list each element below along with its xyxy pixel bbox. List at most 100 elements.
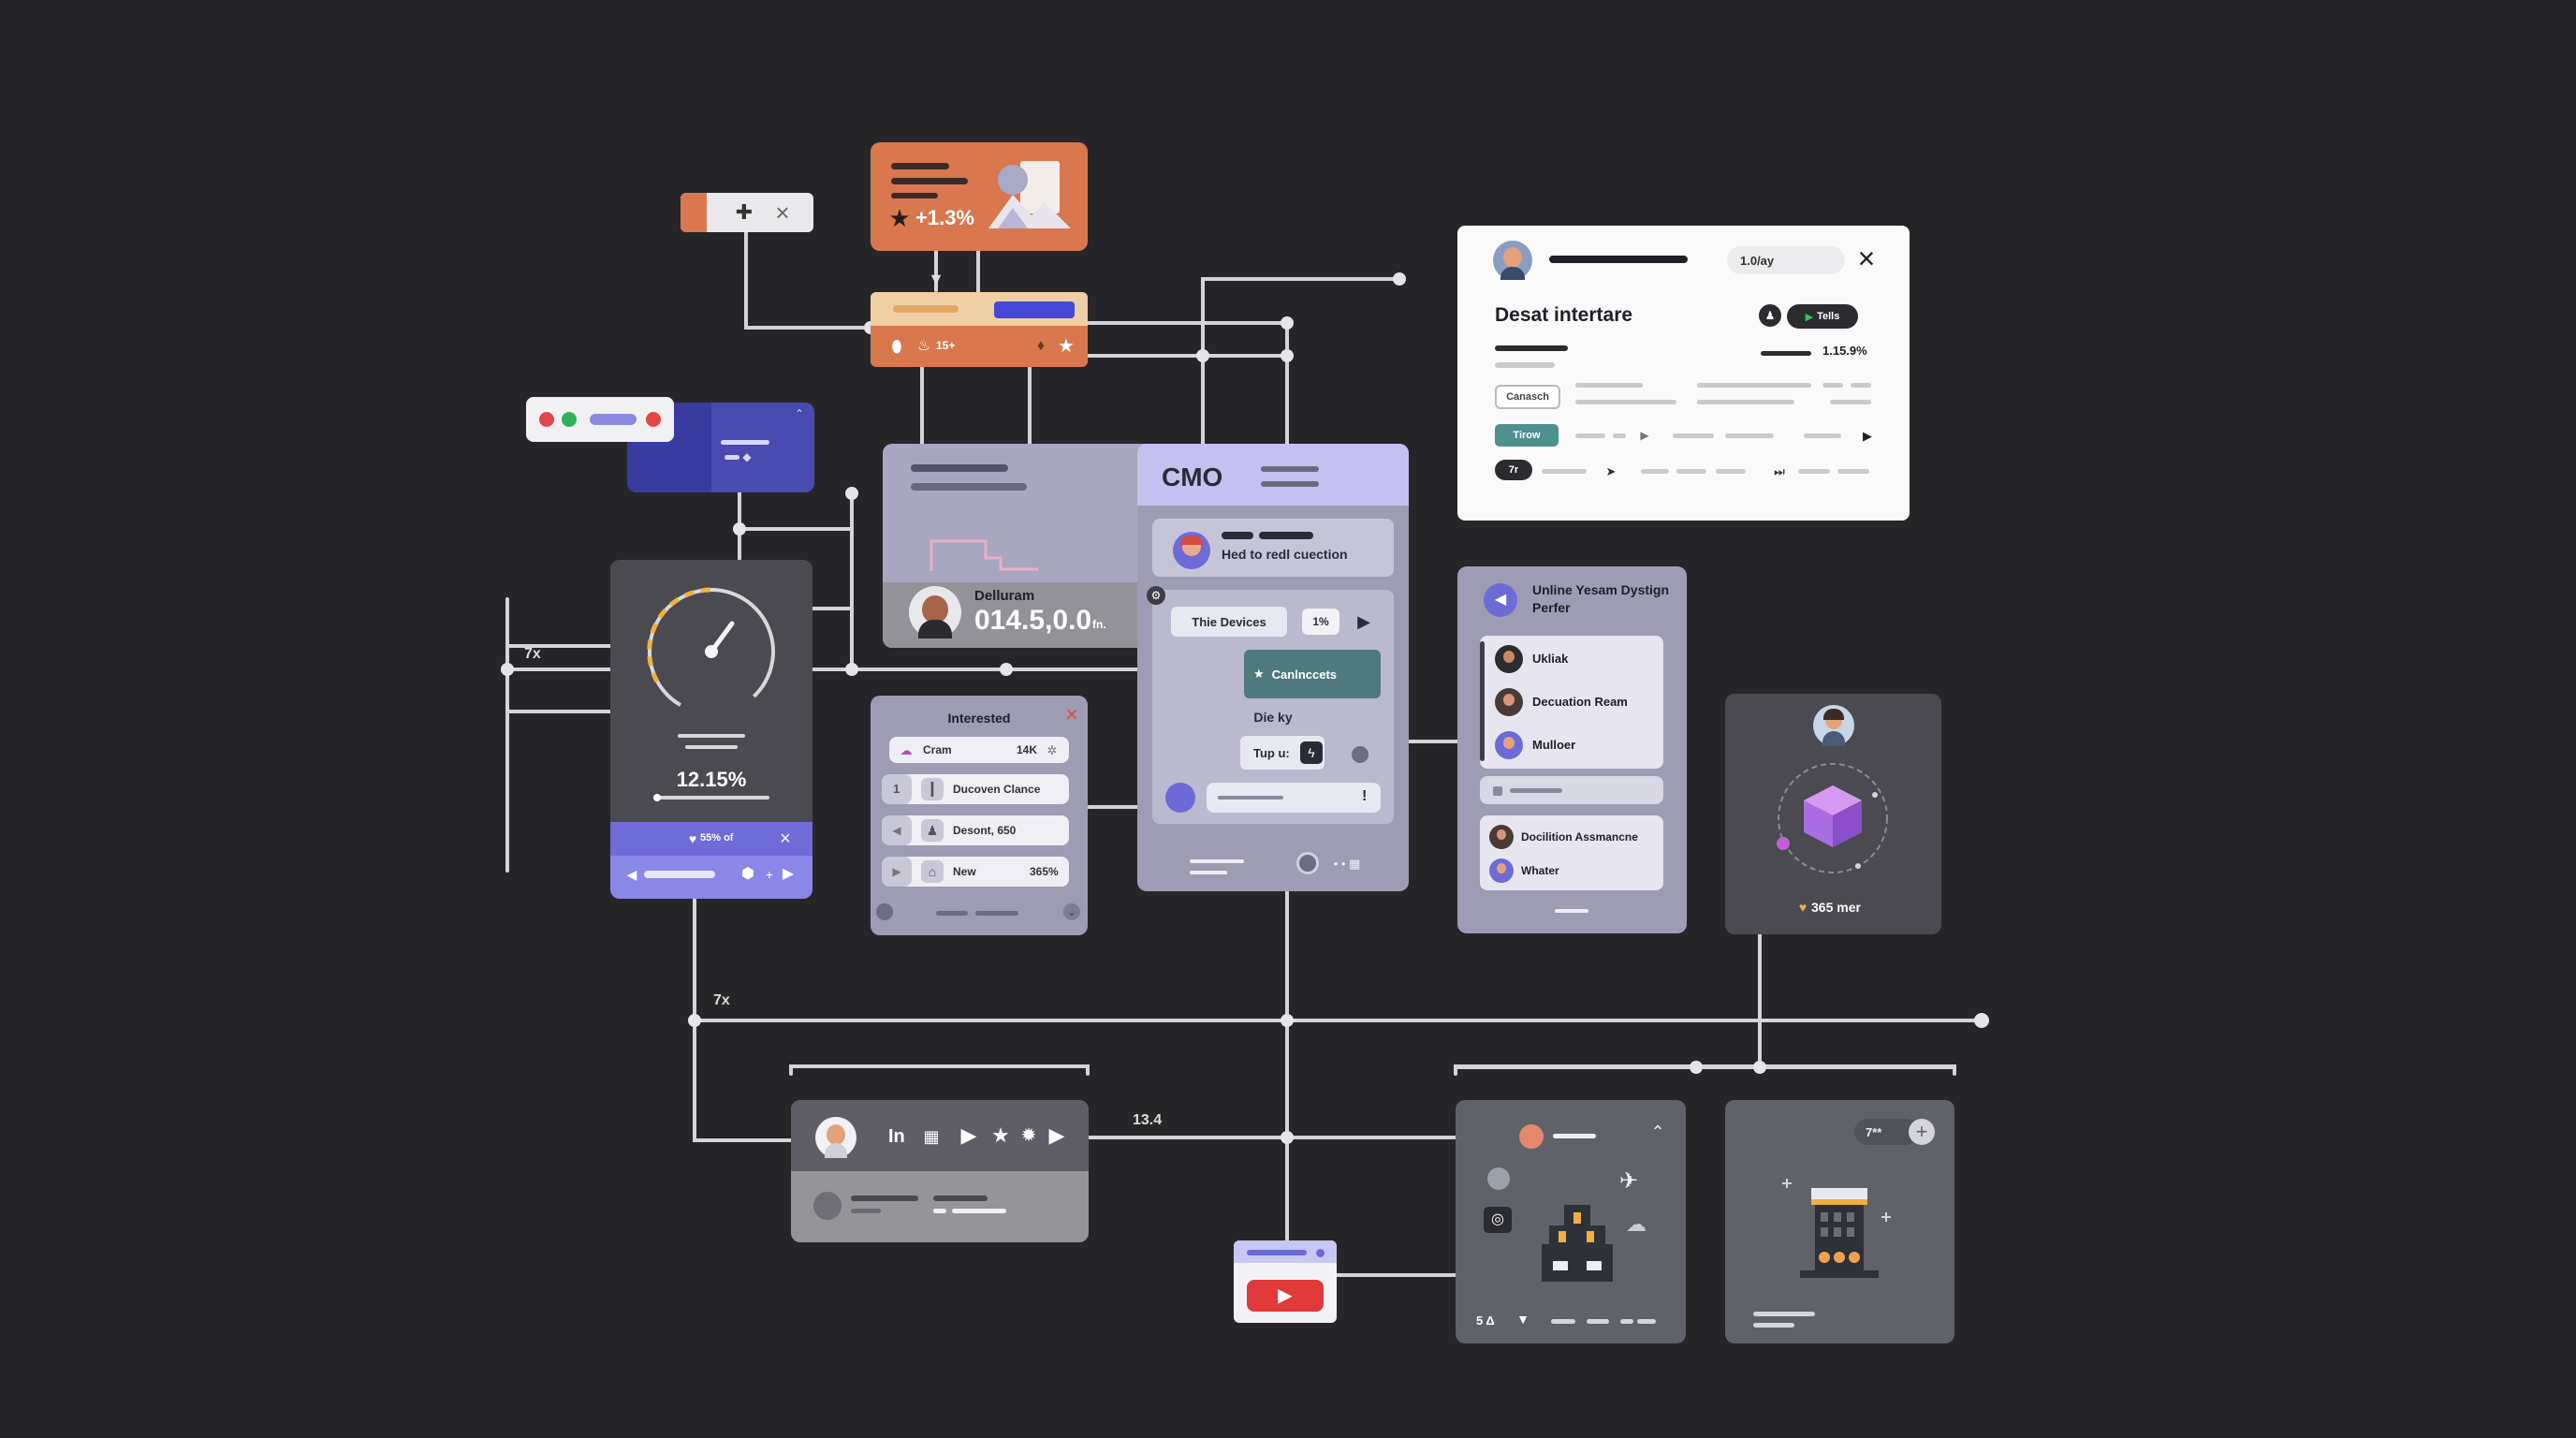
detail-title: Desat intertare bbox=[1495, 304, 1633, 326]
diamond-icon: ◆ bbox=[742, 450, 752, 463]
arrow-left-icon[interactable]: ◀ bbox=[626, 867, 637, 882]
back-icon[interactable]: ◀ bbox=[1484, 583, 1517, 617]
devices-label[interactable]: Thie Devices bbox=[1171, 607, 1287, 637]
person-icon: ♟ bbox=[921, 819, 944, 842]
media-label: In bbox=[888, 1126, 905, 1147]
chevron-down-icon[interactable]: ⌄ bbox=[1063, 903, 1080, 920]
window-record-dot[interactable] bbox=[646, 412, 661, 427]
play-icon[interactable]: ▶ bbox=[1863, 428, 1872, 443]
member-list: Ukliak Decuation Ream Mulloer bbox=[1480, 636, 1663, 769]
window-maximize-dot[interactable] bbox=[562, 412, 577, 427]
list-item[interactable]: Decuation Ream bbox=[1493, 684, 1652, 720]
skip-forward-icon[interactable]: ⏭ bbox=[1774, 463, 1785, 478]
arrow-right-icon[interactable]: ▶ bbox=[782, 866, 795, 882]
profile-icon[interactable] bbox=[1296, 852, 1319, 874]
cube-card[interactable]: ♥ 365 mer bbox=[1725, 694, 1941, 934]
fire-icon: ♨ bbox=[916, 338, 931, 354]
badge-icon[interactable]: ✹ bbox=[1020, 1125, 1037, 1146]
media-player-card[interactable]: In ▦ ▶ ★ ✹ ▶ bbox=[791, 1100, 1089, 1242]
plane-icon: ✈ bbox=[1618, 1168, 1639, 1194]
person-icon: ♟ bbox=[1759, 304, 1781, 327]
camera-icon[interactable]: ◎ bbox=[1484, 1207, 1512, 1233]
person-name: Delluram bbox=[974, 588, 1035, 604]
cancel-button[interactable]: Canasch bbox=[1495, 385, 1560, 409]
indigo-card[interactable]: ◆ ⌃ bbox=[627, 403, 814, 492]
detail-card[interactable]: 1.0/ay × Desat intertare ♟ ▶ Tells 1.15.… bbox=[1457, 226, 1910, 521]
cube-stat: 365 mer bbox=[1811, 900, 1861, 915]
building-card[interactable]: 7** + bbox=[1725, 1100, 1954, 1343]
gauge-value: 12.15% bbox=[676, 768, 747, 791]
connect-button[interactable]: ★ Canlnccets bbox=[1244, 650, 1381, 698]
member-list-panel[interactable]: ◀ Unline Yesam Dystign Perfer Ukliak Dec… bbox=[1457, 566, 1687, 933]
chevron-left-icon[interactable]: ◀ bbox=[882, 815, 912, 845]
user-placeholder bbox=[813, 1192, 842, 1220]
grid-icon[interactable]: • • ▦ bbox=[1333, 856, 1361, 871]
user-avatar bbox=[815, 1117, 856, 1158]
interested-row[interactable]: ▶ ⌂ New 365% bbox=[882, 857, 1069, 887]
gauge-card[interactable]: 12.15% ♥ 55% of × ◀ ⬢ + ▶ bbox=[610, 560, 812, 899]
building-scene-icon bbox=[1542, 1205, 1613, 1282]
window-close-dot[interactable] bbox=[539, 412, 554, 427]
cmo-subhead: Die ky bbox=[1253, 710, 1293, 725]
scene-card[interactable]: ⌃ ◎ ✈ ☁ 5 Δ ▼ bbox=[1456, 1100, 1686, 1343]
user-avatar bbox=[1493, 241, 1532, 280]
member-list-2: Docilition Assmancne Whater bbox=[1480, 815, 1663, 890]
cmo-message[interactable]: Hed to redl cuection bbox=[1152, 519, 1394, 577]
orange-stat-card[interactable]: ★ +1.3% bbox=[871, 142, 1088, 251]
bell-icon: ⬢ bbox=[741, 866, 754, 882]
date-pill[interactable]: 1.0/ay bbox=[1727, 246, 1845, 274]
video-chip[interactable]: ▶ bbox=[1234, 1240, 1337, 1323]
settings-icon[interactable]: ⚙ bbox=[1147, 586, 1165, 605]
interested-row[interactable]: 1 ❙ Ducoven Clance bbox=[882, 774, 1069, 804]
heart-icon: ♥ bbox=[1798, 900, 1808, 915]
user-avatar bbox=[909, 586, 961, 638]
close-icon[interactable]: × bbox=[775, 198, 790, 227]
play-icon[interactable]: ▶ bbox=[960, 1123, 977, 1147]
message-input[interactable]: ! bbox=[1207, 783, 1381, 813]
arrow-down-icon: ▼ bbox=[928, 270, 944, 288]
pin-icon: ♦ bbox=[1036, 338, 1046, 354]
chevron-up-icon[interactable]: ⌃ bbox=[1650, 1123, 1665, 1141]
user-avatar bbox=[1489, 858, 1514, 883]
plugin-chip[interactable]: ✚ × bbox=[681, 193, 813, 232]
film-icon[interactable]: ▦ bbox=[923, 1127, 940, 1146]
next-icon[interactable]: ▶ bbox=[1048, 1123, 1065, 1147]
interested-card[interactable]: Interested × ☁ Cram 14K ✲ 1 ❙ Ducoven Cl… bbox=[871, 696, 1088, 935]
interested-row[interactable]: ◀ ♟ Desont, 650 bbox=[882, 815, 1069, 845]
step-line-chart bbox=[929, 539, 1038, 571]
list-filter[interactable] bbox=[1480, 776, 1663, 804]
gauge-slider[interactable] bbox=[655, 796, 769, 800]
detail-percent: 1.15.9% bbox=[1822, 344, 1867, 358]
dark-chip[interactable]: 7r bbox=[1495, 460, 1532, 480]
record-button[interactable] bbox=[1349, 743, 1371, 766]
play-icon[interactable]: ▶ bbox=[882, 857, 912, 887]
axis-label-bottom: 7x bbox=[713, 992, 730, 1008]
close-icon[interactable]: × bbox=[780, 829, 791, 849]
list-item[interactable]: Docilition Assmancne bbox=[1487, 821, 1656, 851]
cmo-panel[interactable]: CMO Hed to redl cuection ⚙ Thie Devices … bbox=[1137, 444, 1409, 891]
play-icon[interactable]: ▶ bbox=[1357, 612, 1370, 631]
tag-pill[interactable]: ▶ Tells bbox=[1787, 304, 1858, 329]
person-value-card[interactable]: Delluram 014.5,0.0 fn. bbox=[883, 444, 1154, 648]
list-item[interactable]: Whater bbox=[1487, 855, 1656, 885]
info-icon: ❙ bbox=[921, 778, 944, 800]
chevron-up-icon[interactable]: ⌃ bbox=[794, 407, 805, 420]
scene-counter: 5 Δ bbox=[1476, 1313, 1495, 1328]
interested-row[interactable]: ☁ Cram 14K ✲ bbox=[889, 737, 1069, 763]
teal-chip[interactable]: Tirow bbox=[1495, 424, 1559, 447]
list-item[interactable]: Mulloer bbox=[1493, 727, 1652, 763]
orange-progress-card[interactable]: ⬮ ♨ 15+ ♦ ★ bbox=[871, 292, 1088, 367]
add-icon[interactable]: + bbox=[1909, 1119, 1935, 1145]
close-icon[interactable]: × bbox=[1064, 702, 1078, 727]
user-avatar bbox=[1813, 705, 1854, 746]
youtube-play-icon[interactable]: ▶ bbox=[1247, 1280, 1324, 1312]
bolt-icon[interactable]: ϟ bbox=[1300, 741, 1323, 764]
plus-icon[interactable]: + bbox=[765, 867, 774, 882]
send-icon[interactable] bbox=[1165, 783, 1195, 813]
skip-icon[interactable]: ▶ bbox=[1640, 429, 1649, 442]
close-icon[interactable]: × bbox=[1857, 242, 1876, 275]
star-icon[interactable]: ★ bbox=[991, 1123, 1010, 1147]
filter-icon[interactable]: ▼ bbox=[1516, 1312, 1530, 1327]
list-item[interactable]: Ukliak bbox=[1493, 641, 1652, 677]
play-icon: ▶ bbox=[1805, 311, 1814, 323]
